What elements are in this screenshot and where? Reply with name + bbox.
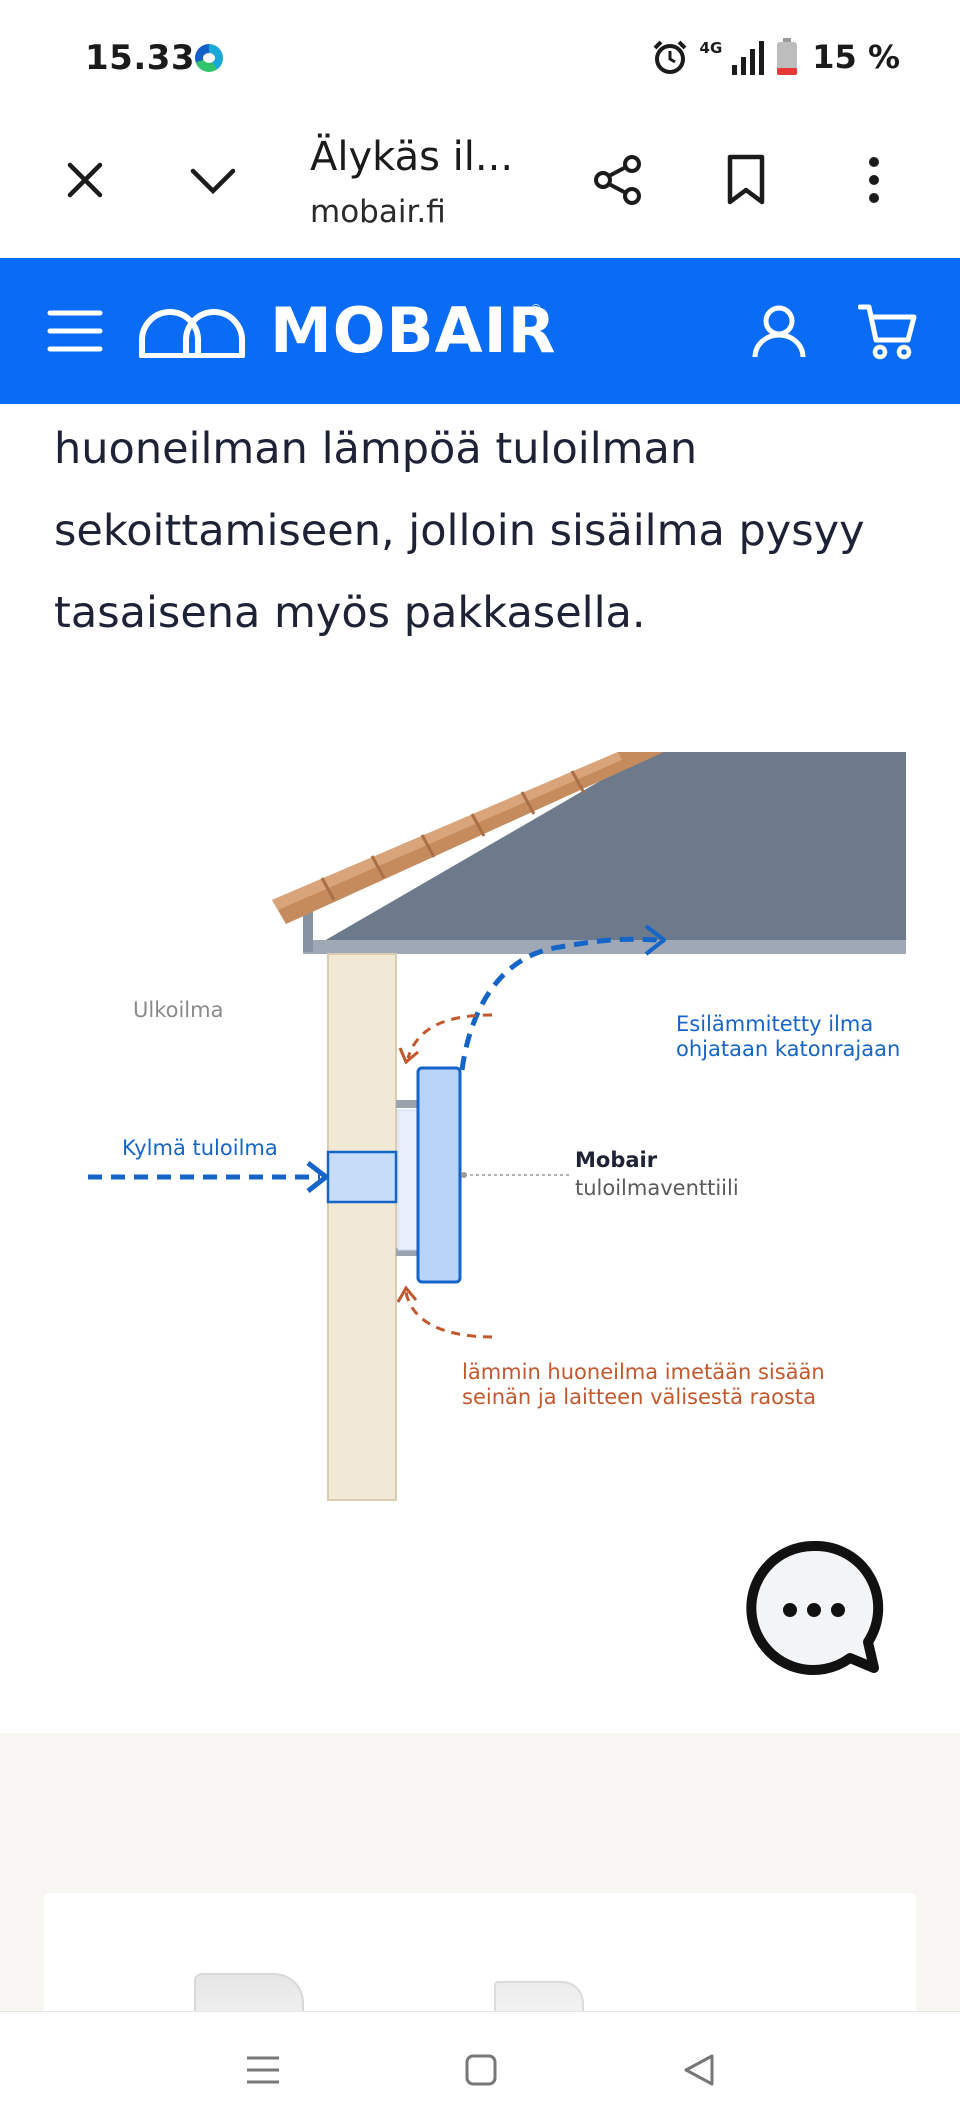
menu-button[interactable] [40, 298, 110, 364]
close-tab-button[interactable] [45, 140, 125, 220]
diagram-graphic [88, 752, 906, 1501]
article-line: huoneilman lämpöä tuloilman [54, 424, 698, 474]
label-warm-air-2: seinän ja laitteen välisestä raosta [462, 1385, 817, 1409]
label-device-name: Mobair [575, 1148, 658, 1172]
status-bar: 15.33 4G 15 % [0, 0, 960, 118]
signal-icon [732, 41, 765, 75]
back-icon [684, 2054, 714, 2086]
label-outdoor: Ulkoilma [133, 998, 224, 1022]
label-cold-intake: Kylmä tuloilma [122, 1136, 278, 1160]
cart-button[interactable] [850, 296, 926, 366]
brand-name[interactable]: MOBAIR [270, 294, 557, 367]
chat-button[interactable] [744, 1540, 884, 1680]
roof-edge [303, 940, 906, 954]
cart-icon [858, 304, 917, 360]
more-options-button[interactable] [834, 140, 914, 220]
home-button[interactable] [446, 2040, 516, 2100]
back-button[interactable] [664, 2040, 734, 2100]
roof-tiles [272, 752, 664, 924]
page-title[interactable]: Älykäs il... [310, 134, 514, 180]
inlet-channel [326, 1150, 398, 1204]
status-icons: 4G 15 % [650, 36, 900, 78]
battery-percent: 15 % [812, 38, 900, 76]
chat-bubble-icon [746, 1540, 884, 1675]
trademark: ® [530, 302, 542, 316]
article-line: tasaisena myös pakkasella. [54, 588, 646, 638]
wall [327, 953, 397, 1501]
valve-device [416, 1066, 462, 1284]
menu-icon [47, 310, 103, 352]
account-icon [752, 305, 806, 358]
page-url[interactable]: mobair.fi [310, 194, 446, 230]
more-vert-icon [869, 157, 879, 203]
share-icon [594, 155, 641, 205]
battery-icon [777, 38, 798, 75]
product-card[interactable] [44, 1893, 916, 2033]
label-preheated-2: ohjataan katonrajaan [676, 1037, 901, 1061]
browser-toolbar: Älykäs il... mobair.fi [0, 118, 960, 258]
chevron-down-icon [190, 168, 236, 195]
logo-icon[interactable] [138, 306, 246, 358]
recent-apps-button[interactable] [228, 2040, 298, 2100]
collapse-button[interactable] [173, 140, 253, 220]
system-navigation [0, 2011, 960, 2126]
article-line: sekoittamiseen, jolloin sisäilma pysyy [54, 506, 865, 556]
label-warm-air-1: lämmin huoneilma imetään sisään [462, 1360, 825, 1384]
bookmark-button[interactable] [706, 140, 786, 220]
article-text: huoneilman lämpöä tuloilman sekoittamise… [54, 408, 914, 654]
close-icon [67, 162, 103, 198]
home-icon [465, 2054, 497, 2086]
product-section [0, 1733, 960, 2033]
roof [305, 752, 906, 952]
bookmark-icon [727, 154, 765, 205]
status-time: 15.33 [85, 38, 196, 78]
site-header: MOBAIR ® [0, 258, 960, 404]
share-button[interactable] [578, 140, 658, 220]
network-label: 4G [699, 39, 723, 57]
label-preheated-1: Esilämmitetty ilma [676, 1012, 874, 1036]
alarm-icon [653, 40, 686, 74]
recent-apps-icon [247, 2056, 279, 2084]
edge-browser-icon [195, 44, 223, 72]
account-button[interactable] [744, 296, 814, 366]
label-device-type: tuloilmaventtiili [575, 1176, 739, 1200]
ventilation-diagram: Ulkoilma Kylmä tuloilma Esilämmitetty il… [0, 740, 960, 1520]
